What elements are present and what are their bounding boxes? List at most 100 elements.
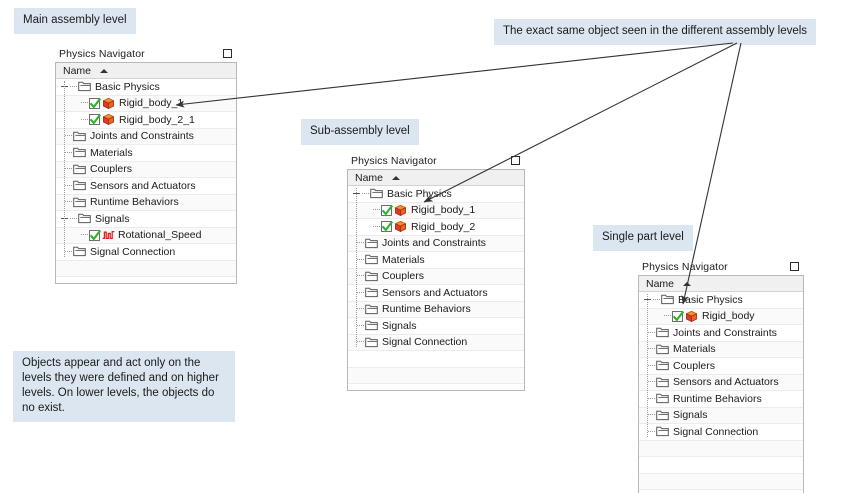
visibility-checkbox[interactable]: [672, 310, 685, 322]
tree-connector: [81, 234, 88, 236]
tree-item[interactable]: Rigid_body: [639, 308, 803, 325]
tree-item[interactable]: Sensors and Actuators: [348, 285, 524, 302]
tree-item[interactable]: Signals: [348, 318, 524, 335]
tree-item[interactable]: Couplers: [639, 358, 803, 375]
sort-ascending-icon[interactable]: [100, 68, 109, 73]
maximize-icon[interactable]: [511, 156, 520, 165]
tree-item-label: Basic Physics: [387, 187, 452, 200]
cube-icon: [685, 310, 698, 323]
tree-connector: [357, 242, 364, 244]
tree-connector: [648, 414, 655, 416]
folder-icon: [73, 197, 86, 208]
tree-item-label: Signal Connection: [382, 336, 468, 349]
folder-icon: [365, 287, 378, 298]
tree-item[interactable]: Materials: [56, 145, 236, 162]
tree-item[interactable]: Signal Connection: [56, 244, 236, 261]
folder-icon: [370, 188, 383, 199]
tree-item[interactable]: Materials: [639, 341, 803, 358]
tree-item-label: Rigid_body_2: [411, 220, 476, 233]
tree-item[interactable]: Joints and Constraints: [348, 235, 524, 252]
tree-connector: [65, 151, 72, 154]
tree-item-label: Signal Connection: [673, 425, 759, 438]
tree-item[interactable]: Signal Connection: [348, 334, 524, 351]
visibility-checkbox[interactable]: [381, 221, 394, 233]
tree-item[interactable]: Signals: [639, 407, 803, 424]
tree-item-label: Joints and Constraints: [382, 237, 486, 250]
folder-icon: [656, 344, 669, 355]
tree-item[interactable]: Rotational_Speed: [56, 227, 236, 244]
tree-item[interactable]: Basic Physics: [639, 292, 803, 309]
visibility-checkbox[interactable]: [89, 97, 102, 109]
panel-titlebar: Physics Navigator: [638, 258, 804, 275]
tree-item-label: Joints and Constraints: [673, 326, 777, 339]
tree-item[interactable]: Materials: [348, 252, 524, 269]
tree-item-label: Rigid_body: [702, 310, 755, 323]
tree-item-label: Basic Physics: [95, 80, 160, 93]
folder-icon: [365, 238, 378, 249]
tree-item[interactable]: Joints and Constraints: [56, 128, 236, 145]
tree-connector: [65, 184, 72, 187]
tree-item[interactable]: Basic Physics: [348, 186, 524, 203]
tree-empty-row: [56, 260, 236, 277]
tree-connector: [648, 430, 655, 433]
tree-item-label: Signals: [673, 409, 708, 422]
column-header-name[interactable]: Name: [348, 170, 524, 186]
tree-item-label: Rigid_body_2_1: [119, 113, 195, 126]
tree-item[interactable]: Rigid_body_1: [56, 95, 236, 112]
tree-item[interactable]: Joints and Constraints: [639, 325, 803, 342]
column-header-name[interactable]: Name: [56, 63, 236, 79]
folder-icon: [78, 81, 91, 92]
tree-item-label: Couplers: [673, 359, 716, 372]
tree-connector: [373, 209, 380, 211]
panel-titlebar: Physics Navigator: [347, 152, 525, 169]
tree-item-label: Basic Physics: [678, 293, 743, 306]
tree-empty-row: [348, 384, 524, 390]
folder-icon: [365, 304, 378, 315]
tree-item[interactable]: Signals: [56, 211, 236, 228]
tree-connector: [357, 258, 364, 261]
folder-icon: [78, 213, 91, 224]
tree-item[interactable]: Runtime Behaviors: [56, 194, 236, 211]
tree-guide-line: [647, 294, 648, 437]
tree-item[interactable]: Sensors and Actuators: [639, 374, 803, 391]
cube-icon: [102, 113, 115, 126]
tree-item[interactable]: Rigid_body_2_1: [56, 112, 236, 129]
tree-item-label: Runtime Behaviors: [90, 196, 179, 209]
maximize-icon[interactable]: [790, 262, 799, 271]
callout-single-part-level: Single part level: [593, 225, 693, 251]
tree-connector: [65, 201, 72, 203]
panel-title: Physics Navigator: [59, 47, 145, 60]
tree-connector: [664, 315, 671, 317]
cube-icon: [394, 204, 407, 217]
callout-main-assembly-level: Main assembly level: [14, 8, 136, 34]
column-header-name[interactable]: Name: [639, 276, 803, 292]
tree-item[interactable]: Runtime Behaviors: [639, 391, 803, 408]
folder-icon: [73, 164, 86, 175]
tree-item[interactable]: Runtime Behaviors: [348, 301, 524, 318]
folder-icon: [656, 377, 669, 388]
tree-item-label: Materials: [90, 146, 133, 159]
tree-item[interactable]: Rigid_body_2: [348, 219, 524, 236]
tree-item[interactable]: Couplers: [348, 268, 524, 285]
arrow-to-main-rigid-body-1: [175, 42, 734, 108]
visibility-checkbox[interactable]: [89, 229, 102, 241]
tree-item[interactable]: Signal Connection: [639, 424, 803, 441]
sort-ascending-icon[interactable]: [683, 281, 692, 286]
visibility-checkbox[interactable]: [381, 204, 394, 216]
tree-item[interactable]: Sensors and Actuators: [56, 178, 236, 195]
tree-connector: [357, 275, 364, 277]
tree-connector: [357, 308, 364, 310]
folder-icon: [656, 393, 669, 404]
tree-item[interactable]: Couplers: [56, 161, 236, 178]
sort-ascending-icon[interactable]: [392, 175, 401, 180]
tree-item[interactable]: Rigid_body_1: [348, 202, 524, 219]
callout-sub-assembly-level: Sub-assembly level: [301, 119, 419, 145]
maximize-icon[interactable]: [223, 49, 232, 58]
visibility-checkbox[interactable]: [89, 114, 102, 126]
tree-guide-line: [64, 81, 65, 257]
tree-item[interactable]: Basic Physics: [56, 79, 236, 96]
